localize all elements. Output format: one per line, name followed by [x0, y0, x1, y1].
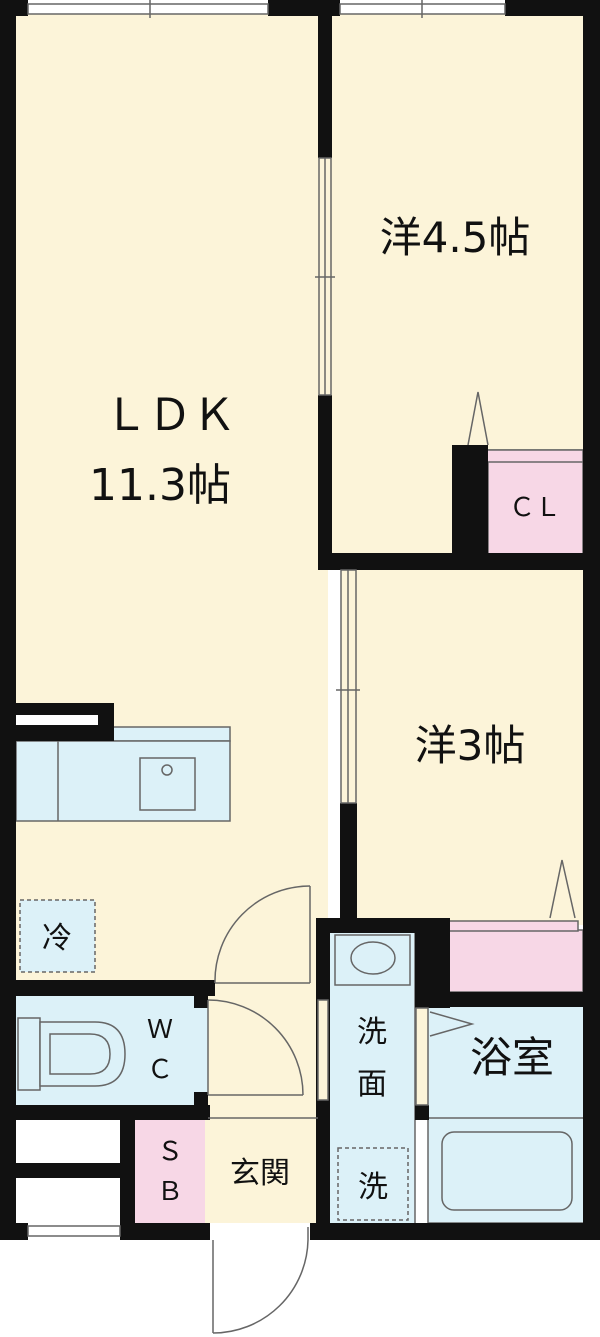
- window-top-ldk: [27, 3, 269, 15]
- closet-western2-shelf: [447, 920, 579, 932]
- sliding-door-bath: [415, 1007, 429, 1106]
- kitchen-backsplash: [109, 726, 231, 742]
- washer-box: [337, 1147, 409, 1221]
- closet-label: ＣＬ: [509, 493, 561, 523]
- washer-label: 洗: [358, 1170, 388, 1205]
- wall-right: [583, 0, 600, 1240]
- window-icon: [27, 0, 506, 1237]
- bath-label: 浴室: [470, 1033, 554, 1082]
- shoebox-label-2: Ｂ: [157, 1177, 183, 1207]
- wc-label-2: Ｃ: [147, 1055, 173, 1085]
- sliding-door-icon: [315, 157, 429, 1106]
- toilet-seat: [49, 1033, 111, 1075]
- wall-ldk-bottom: [0, 980, 215, 996]
- washbasin-label-2: 面: [357, 1067, 387, 1102]
- shoebox-floor: [135, 1118, 205, 1223]
- wall-w2-bottom-closet: [440, 992, 600, 1007]
- room-labels: ＬＤＫ 11.3帖 洋4.5帖 洋3帖 ＣＬ 冷 Ｗ Ｃ 洗 面 洗 浴室 Ｓ …: [42, 213, 561, 1207]
- closet-western2-door-mark: [549, 859, 576, 919]
- wall-bottom-2: [120, 1223, 210, 1240]
- left-storage-2: [16, 1178, 120, 1223]
- window-bottom-left: [27, 1225, 121, 1237]
- wall-bottom-3: [310, 1223, 600, 1240]
- western2-floor: [350, 565, 590, 925]
- wall-wc-bottom: [0, 1105, 210, 1120]
- western1-label: 洋4.5帖: [380, 213, 531, 262]
- entrance-label: 玄関: [230, 1156, 290, 1191]
- fridge-label: 冷: [42, 921, 72, 956]
- wall-wash-bath-low: [415, 1105, 429, 1120]
- kitchen-counter-icon: [15, 740, 231, 822]
- door-swing-icon: [207, 885, 318, 1334]
- wall-storage-right: [120, 1105, 135, 1240]
- wall-left: [0, 0, 16, 1240]
- wall-ldk-w2-bottom: [340, 803, 357, 933]
- shoebox-label-1: Ｓ: [157, 1137, 183, 1167]
- bathtub-icon: [427, 1011, 587, 1224]
- washbasin-icon: [334, 930, 416, 1225]
- ldk-floor: [8, 8, 328, 996]
- wall-top-3: [505, 0, 600, 16]
- kitchen-wall-slot: [16, 715, 98, 725]
- toilet-tank: [17, 1017, 41, 1091]
- ldk-size-label: 11.3帖: [89, 460, 231, 511]
- closets: [439, 391, 584, 993]
- entrance-floor: [205, 983, 320, 1223]
- walls: [0, 0, 600, 1240]
- western2-label: 洋3帖: [415, 721, 526, 770]
- wall-ldk-w1-top: [318, 0, 332, 158]
- bath-door-mark: [429, 1011, 475, 1037]
- washbasin-bowl: [350, 941, 396, 975]
- toilet-icon: [17, 1017, 126, 1091]
- wc-label-1: Ｗ: [147, 1015, 173, 1045]
- wall-closet-cl: [452, 445, 488, 570]
- kitchen: [8, 703, 231, 973]
- sink-drain: [161, 764, 173, 776]
- wall-storage-mid: [0, 1163, 125, 1178]
- bathtub-inner: [441, 1131, 573, 1211]
- toilet-bowl: [39, 1021, 126, 1087]
- closet-western2: [439, 929, 584, 993]
- wall-ldk-w1-bottom: [318, 395, 332, 570]
- washbasin-label-1: 洗: [357, 1015, 387, 1050]
- wall-wc-right: [194, 980, 208, 1008]
- closet-cl-door-mark: [467, 391, 489, 446]
- sliding-door-wash: [317, 999, 329, 1101]
- ldk-name-label: ＬＤＫ: [104, 390, 236, 441]
- washbasin-counter: [334, 934, 411, 986]
- sink-icon: [139, 757, 196, 811]
- fridge-box: [19, 899, 96, 973]
- wall-bottom-1: [0, 1223, 28, 1240]
- left-storage-1: [16, 1118, 120, 1163]
